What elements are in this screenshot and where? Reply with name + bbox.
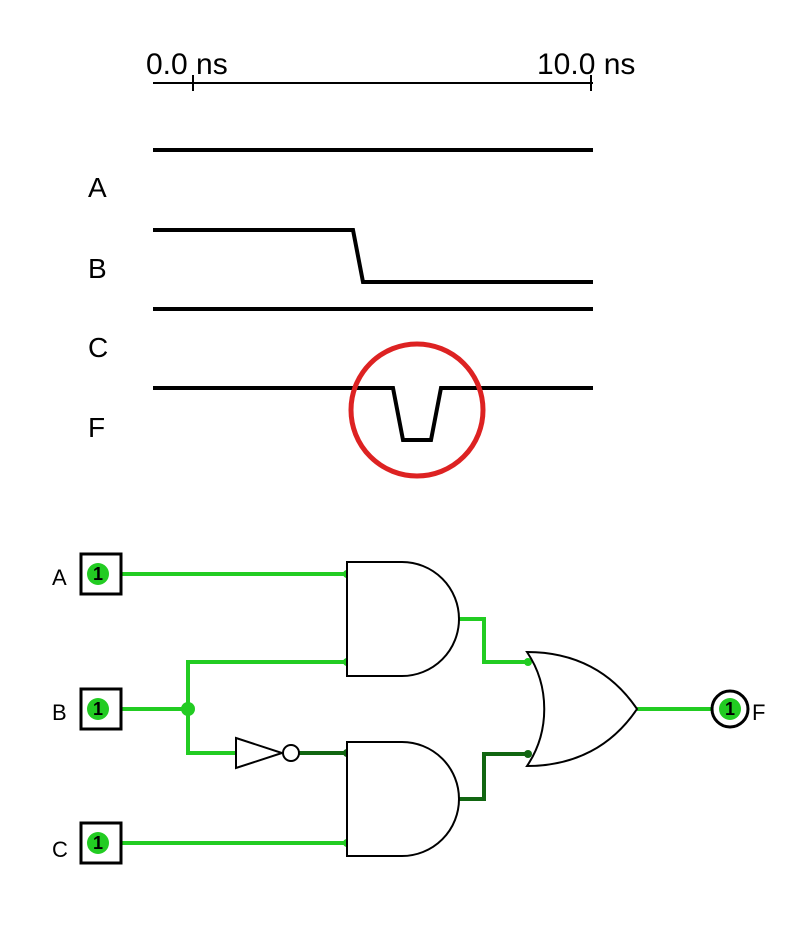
waveform-b — [153, 228, 593, 284]
input-pin-a-label: A — [52, 565, 67, 590]
and-gate-top[interactable] — [346, 561, 460, 677]
signal-label-f: F — [88, 412, 105, 443]
output-pin-f[interactable]: 1 F — [710, 689, 765, 729]
logic-circuit: 1 A 1 B 1 C 1 F — [52, 552, 765, 865]
or-gate[interactable] — [525, 650, 639, 768]
junction-dot-b — [181, 702, 195, 716]
not-gate-bubble — [282, 744, 300, 762]
input-pin-c-label: C — [52, 837, 68, 862]
waveform-f — [153, 386, 593, 442]
wire-junction-to-and1 — [186, 660, 347, 709]
time-axis: 0.0 ns 10.0 ns — [146, 48, 635, 91]
input-pin-a[interactable]: 1 A — [52, 552, 123, 596]
input-pin-c-value: 1 — [93, 833, 103, 853]
timing-diagram: 0.0 ns 10.0 ns A B C F — [88, 48, 635, 479]
output-pin-f-led — [719, 698, 741, 720]
input-pin-a-led — [87, 563, 109, 585]
wire-junction-to-not — [186, 709, 236, 755]
output-pin-f-label: F — [752, 700, 765, 725]
input-pin-c-led — [87, 832, 109, 854]
input-pin-b-led — [87, 698, 109, 720]
output-pin-f-value: 1 — [725, 699, 735, 719]
not-gate[interactable] — [235, 736, 300, 770]
wire-and2-to-or — [457, 752, 530, 801]
not-gate-triangle — [235, 736, 286, 770]
pin-dot-or-top — [524, 658, 532, 666]
time-end-label: 10.0 ns — [537, 48, 635, 81]
pin-dot-or-bottom — [524, 750, 532, 758]
time-start-label: 0.0 ns — [146, 48, 228, 81]
input-pin-b-value: 1 — [93, 699, 103, 719]
and-gate-bottom[interactable] — [346, 741, 460, 857]
input-pin-a-value: 1 — [93, 564, 103, 584]
wires — [121, 572, 712, 845]
input-pin-b[interactable]: 1 B — [52, 687, 123, 731]
signal-label-c: C — [88, 332, 108, 363]
signal-label-a: A — [88, 172, 107, 203]
signal-label-b: B — [88, 253, 107, 284]
input-pin-c[interactable]: 1 C — [52, 821, 123, 865]
glitch-highlight-circle — [348, 341, 486, 479]
wire-and1-to-or — [457, 617, 530, 664]
input-pin-b-label: B — [52, 700, 67, 725]
